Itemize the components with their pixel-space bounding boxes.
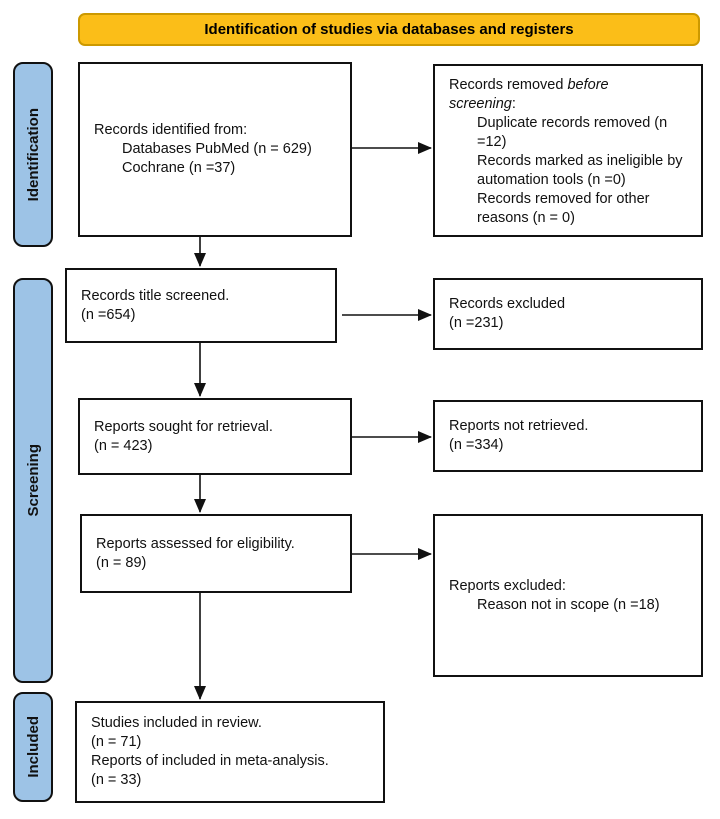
text-line: Records removed before screening: (449, 76, 639, 114)
text-line: Reports excluded: (449, 577, 566, 594)
text-line: Cochrane (n =37) (122, 160, 236, 176)
stage-identification: Identification (13, 62, 53, 247)
text-line: Reports not retrieved. (449, 418, 589, 434)
text-line: Reports assessed for eligibility. (96, 535, 295, 552)
text-line: (n =334) (449, 437, 504, 453)
text-line: (n = 423) (94, 437, 153, 454)
box-reports-not-retrieved: Reports not retrieved. (n =334) (433, 400, 703, 472)
box-studies-included: Studies included in review. (n = 71) Rep… (75, 701, 385, 803)
text-line: Reports sought for retrieval. (94, 418, 273, 435)
text-line: Records marked as ineligible by automati… (477, 153, 683, 188)
text-line: Records excluded (449, 296, 566, 312)
text-line: Reason not in scope (n =18) (477, 596, 660, 613)
stage-included-label: Included (24, 716, 42, 778)
text-line: Databases PubMed (n = 629) (122, 141, 312, 157)
text-line: Records identified from: (94, 122, 248, 138)
stage-screening-label: Screening (24, 444, 42, 517)
text-segment-italic: before screening (449, 77, 609, 112)
header-banner: Identification of studies via databases … (78, 13, 700, 46)
text-line: (n = 71) (91, 734, 142, 750)
text-line: (n = 89) (96, 554, 147, 571)
text-line: Records title screened. (81, 287, 230, 304)
stage-screening: Screening (13, 278, 53, 683)
box-records-title-screened: Records title screened. (n =654) (65, 268, 337, 343)
stage-identification-label: Identification (24, 107, 42, 202)
text-line: (n =654) (81, 306, 136, 323)
text-line: Reports of included in meta-analysis. (91, 753, 329, 769)
text-line: Records removed for other reasons (n = 0… (477, 191, 650, 226)
box-records-removed-before-screening: Records removed before screening: Duplic… (433, 64, 703, 237)
box-reports-excluded: Reports excluded: Reason not in scope (n… (433, 514, 703, 677)
header-title: Identification of studies via databases … (204, 21, 574, 38)
text-line: Duplicate records removed (n =12) (477, 115, 668, 150)
box-records-identified: Records identified from: Databases PubMe… (78, 62, 352, 237)
text-segment: Records removed (449, 77, 568, 93)
text-line: (n =231) (449, 315, 504, 331)
box-records-excluded: Records excluded (n =231) (433, 278, 703, 350)
text-segment: : (511, 96, 516, 112)
text-line: Studies included in review. (91, 715, 262, 731)
stage-included: Included (13, 692, 53, 802)
text-line: (n = 33) (91, 772, 142, 788)
box-reports-sought: Reports sought for retrieval. (n = 423) (78, 398, 352, 475)
box-reports-assessed: Reports assessed for eligibility. (n = 8… (80, 514, 352, 593)
